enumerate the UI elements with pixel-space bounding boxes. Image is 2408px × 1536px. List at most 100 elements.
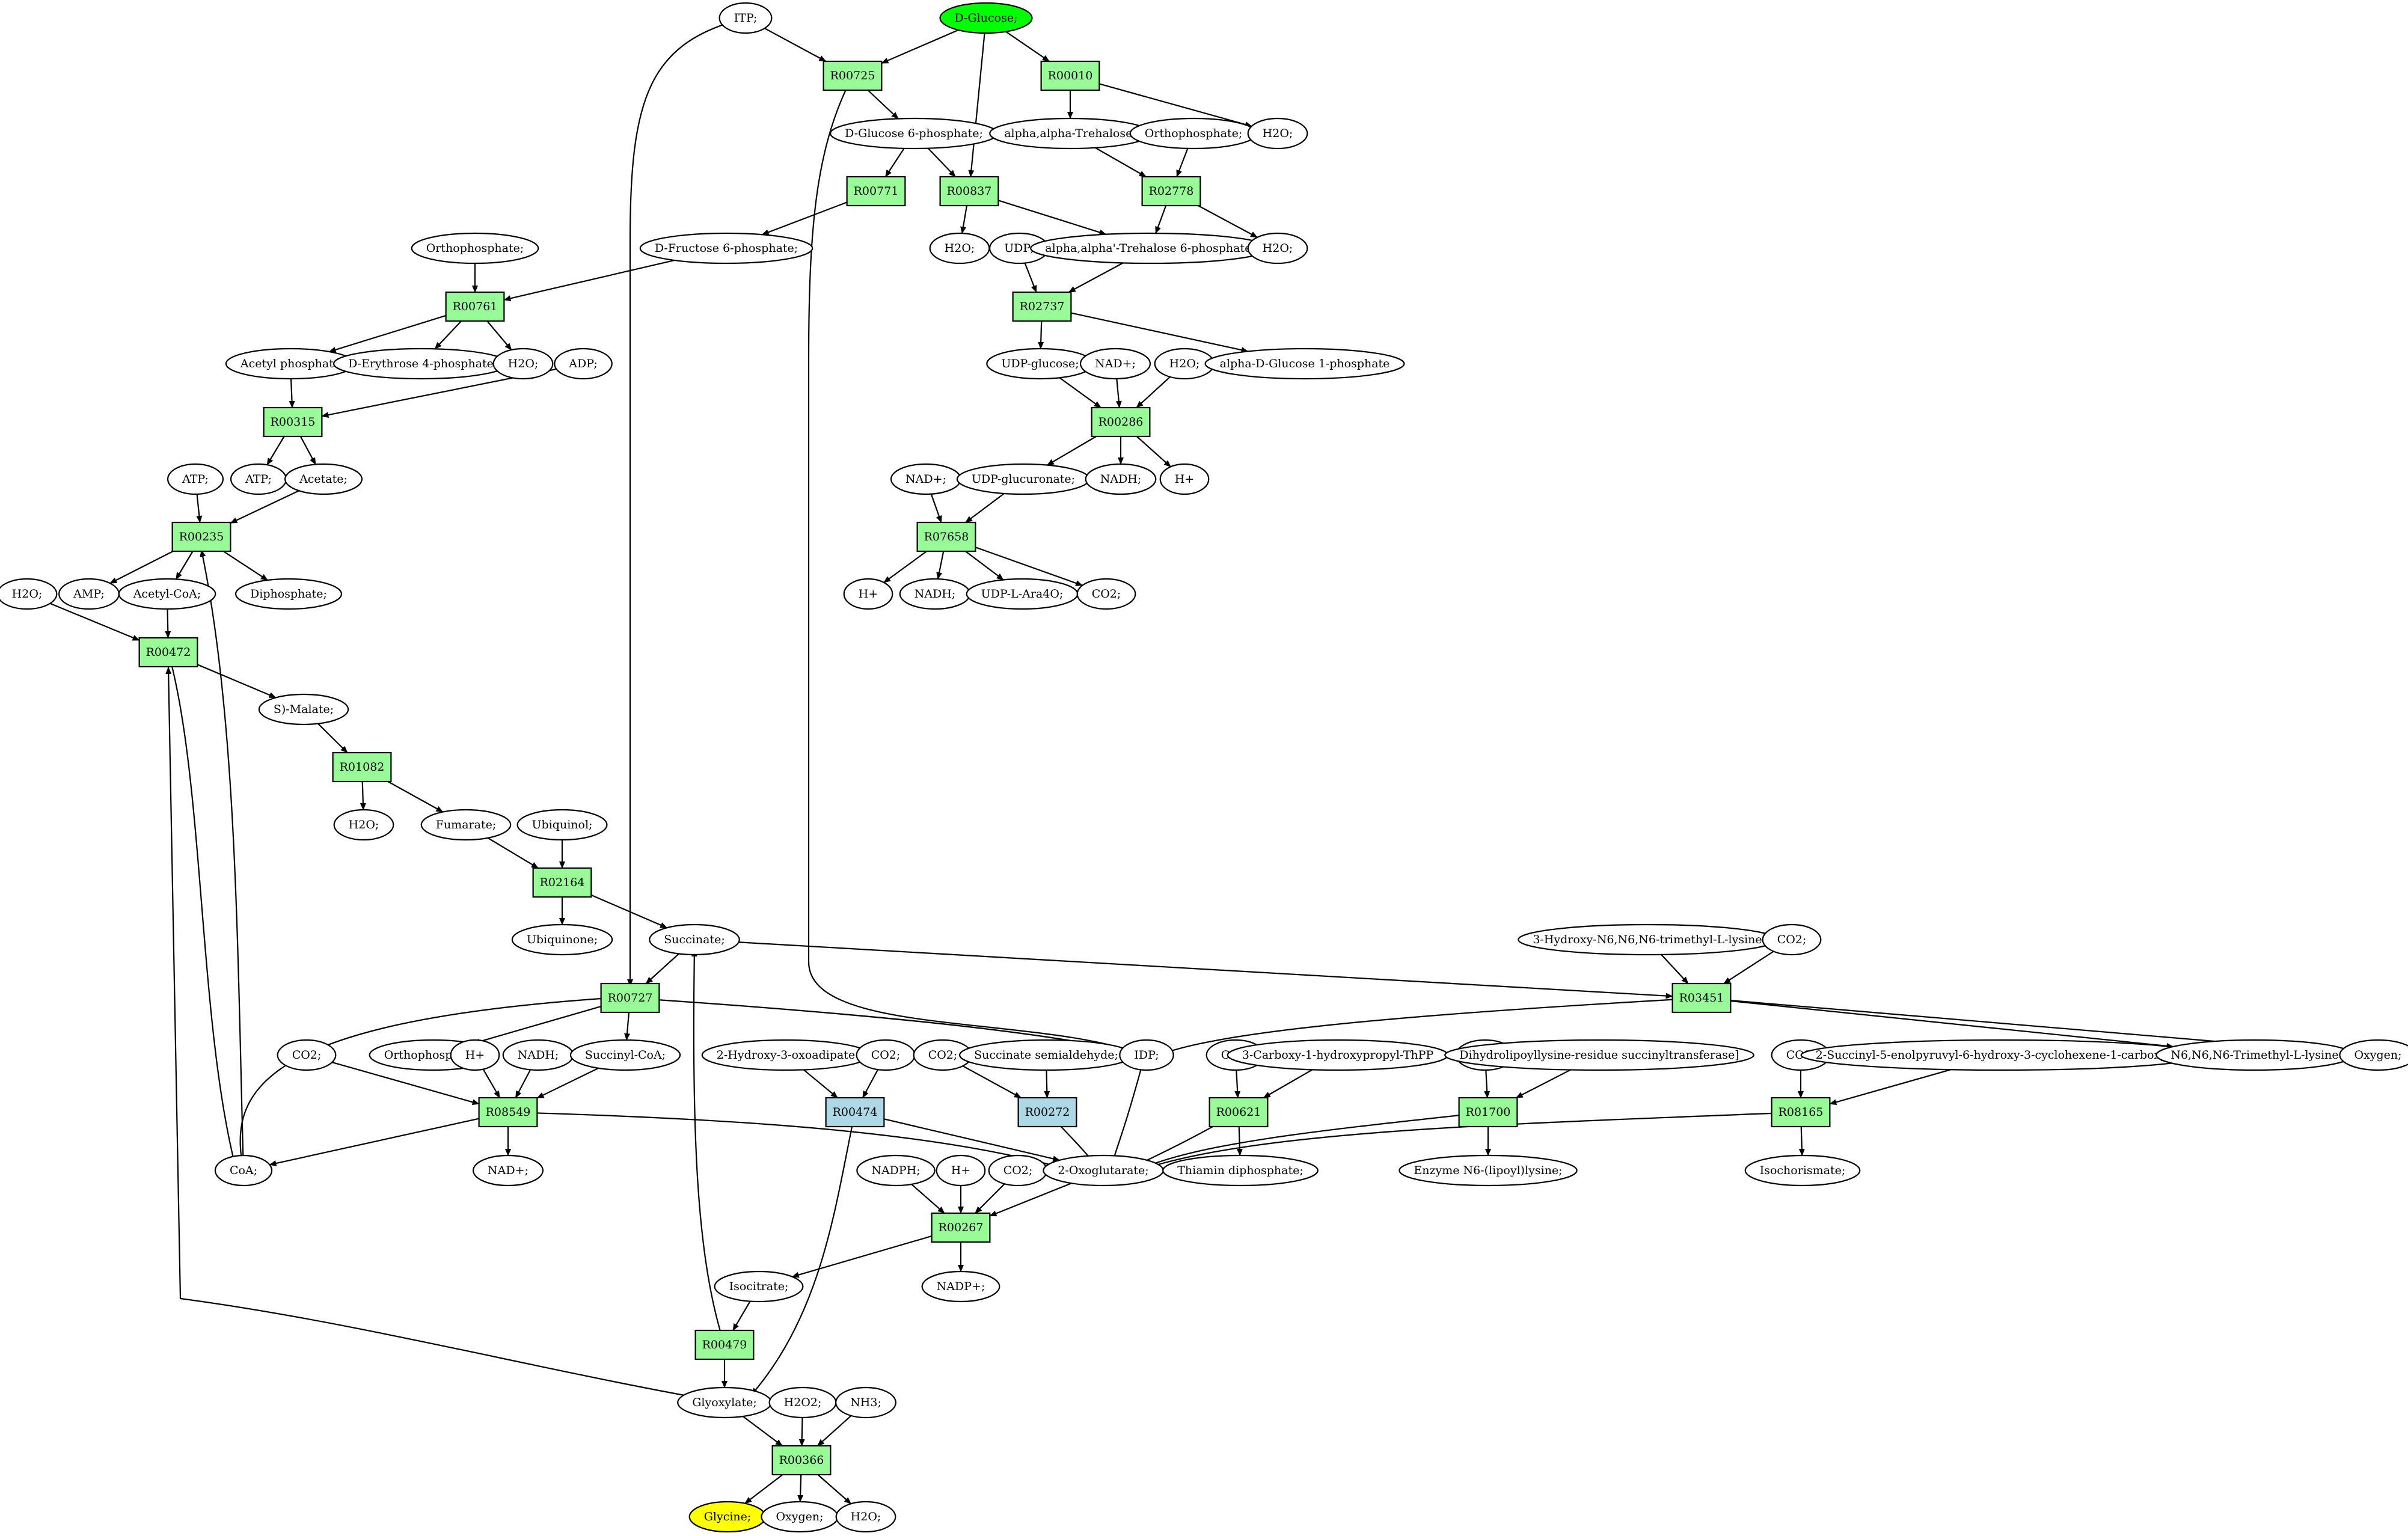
metabolite-node-co2_i[interactable]: CO2; — [988, 1154, 1048, 1187]
metabolite-node-acetylphos[interactable]: Acetyl phosphate — [225, 347, 356, 380]
metabolite-node-h2o_a[interactable]: H2O; — [1247, 117, 1308, 150]
metabolite-node-oxygen1[interactable]: Oxygen; — [2339, 1039, 2408, 1071]
metabolite-node-h2o_g[interactable]: H2O; — [333, 809, 394, 841]
reaction-node-r00272[interactable]: R00272 — [1017, 1097, 1077, 1128]
metabolite-node-co2_b[interactable]: CO2; — [1762, 923, 1822, 956]
metabolite-node-thiamin[interactable]: Thiamin diphosphate; — [1162, 1154, 1319, 1187]
metabolite-node-nadpplus[interactable]: NADP+; — [921, 1270, 1000, 1303]
metabolite-node-hplus4[interactable]: H+ — [936, 1154, 986, 1187]
reaction-node-r02737[interactable]: R02737 — [1012, 291, 1072, 322]
metabolite-node-nadh3[interactable]: NADH; — [502, 1039, 574, 1071]
reaction-node-r08165[interactable]: R08165 — [1771, 1097, 1831, 1128]
metabolite-node-orthophos1[interactable]: Orthophosphate; — [1129, 117, 1258, 150]
reaction-node-r03451[interactable]: R03451 — [1671, 982, 1732, 1014]
metabolite-node-dglucose[interactable]: D-Glucose; — [939, 2, 1033, 34]
metabolite-node-udpglucuronate[interactable]: UDP-glucuronate; — [956, 463, 1091, 495]
reaction-node-r00474[interactable]: R00474 — [825, 1097, 885, 1128]
reaction-node-r02778[interactable]: R02778 — [1141, 176, 1201, 207]
metabolite-node-udpglucose[interactable]: UDP-glucose; — [986, 347, 1094, 380]
metabolite-node-h2o_f[interactable]: H2O; — [0, 578, 58, 610]
metabolite-node-adg1p[interactable]: alpha-D-Glucose 1-phosphate — [1204, 347, 1405, 380]
metabolite-node-t6p[interactable]: alpha,alpha'-Trehalose 6-phosphate; — [1030, 232, 1270, 265]
reaction-node-r00235[interactable]: R00235 — [171, 521, 231, 552]
metabolite-node-diphosphate[interactable]: Diphosphate; — [234, 578, 343, 610]
metabolite-node-orthophos2[interactable]: Orthophosphate; — [411, 232, 539, 265]
reaction-node-r08549[interactable]: R08549 — [478, 1097, 538, 1128]
metabolite-node-hplus2[interactable]: H+ — [843, 578, 893, 610]
metabolite-node-atp2[interactable]: ATP; — [230, 463, 287, 495]
metabolite-node-amp[interactable]: AMP; — [58, 578, 120, 610]
reaction-node-r00267[interactable]: R00267 — [931, 1212, 991, 1243]
metabolite-node-g6p[interactable]: D-Glucose 6-phosphate; — [830, 117, 998, 150]
metabolite-node-adp[interactable]: ADP; — [554, 347, 613, 380]
metabolite-node-ubiquinone[interactable]: Ubiquinone; — [511, 923, 613, 956]
metabolite-node-udp[interactable]: UDP; — [989, 232, 1049, 265]
reaction-node-r00010[interactable]: R00010 — [1040, 60, 1100, 91]
metabolite-node-succinylcoa[interactable]: Succinyl-CoA; — [569, 1039, 681, 1071]
reaction-node-r00315[interactable]: R00315 — [263, 406, 323, 438]
metabolite-node-acetate[interactable]: Acetate; — [284, 463, 363, 495]
reaction-node-r07658[interactable]: R07658 — [916, 521, 976, 552]
metabolite-node-glyoxylate[interactable]: Glyoxylate; — [677, 1386, 772, 1419]
metabolite-node-oxoadipate[interactable]: 2-Hydroxy-3-oxoadipate — [701, 1039, 871, 1071]
metabolite-node-fumarate[interactable]: Fumarate; — [420, 809, 512, 841]
reaction-node-r00286[interactable]: R00286 — [1091, 406, 1151, 438]
metabolite-node-h2o_e[interactable]: H2O; — [1154, 347, 1215, 380]
metabolite-node-h2o2[interactable]: H2O2; — [768, 1386, 837, 1419]
metabolite-node-hydroxylysine[interactable]: 3-Hydroxy-N6,N6,N6-trimethyl-L-lysine — [1518, 923, 1777, 956]
metabolite-node-co2_d[interactable]: CO2; — [856, 1039, 916, 1071]
metabolite-node-oxygen2[interactable]: Oxygen; — [761, 1501, 839, 1533]
metabolite-node-nadh1[interactable]: NADH; — [1085, 463, 1157, 495]
metabolite-node-h2o_h[interactable]: H2O; — [835, 1501, 896, 1533]
metabolite-node-aatrehalose[interactable]: alpha,alpha-Trehalose; — [989, 117, 1151, 150]
reaction-node-r00472[interactable]: R00472 — [138, 637, 198, 668]
metabolite-node-h2o_d[interactable]: H2O; — [492, 347, 554, 380]
metabolite-node-co2_c[interactable]: CO2; — [277, 1039, 337, 1071]
metabolite-node-enzymelipoyl[interactable]: Enzyme N6-(lipoyl)lysine; — [1399, 1154, 1578, 1187]
metabolite-node-hplus3[interactable]: H+ — [450, 1039, 500, 1071]
reaction-node-r00771[interactable]: R00771 — [846, 176, 906, 207]
metabolite-node-nadplus3[interactable]: NAD+; — [472, 1154, 544, 1187]
metabolite-node-f6p[interactable]: D-Fructose 6-phosphate; — [639, 232, 813, 265]
metabolite-node-nadh2[interactable]: NADH; — [899, 578, 971, 610]
metabolite-node-nadplus1[interactable]: NAD+; — [1079, 347, 1151, 380]
reaction-node-r00621[interactable]: R00621 — [1209, 1097, 1269, 1128]
metabolite-node-hplus1[interactable]: H+ — [1159, 463, 1210, 495]
reaction-node-r02164[interactable]: R02164 — [532, 867, 592, 898]
metabolite-node-co2_a[interactable]: CO2; — [1076, 578, 1136, 610]
metabolite-node-h2o_b[interactable]: H2O; — [929, 232, 990, 265]
metabolite-node-acetylcoa[interactable]: Acetyl-CoA; — [118, 578, 216, 610]
reaction-node-r01082[interactable]: R01082 — [332, 751, 392, 783]
node-label: R07658 — [924, 530, 969, 543]
metabolite-node-succinylenolpyruvyl[interactable]: 2-Succinyl-5-enolpyruvyl-6-hydroxy-3-cyc… — [1800, 1039, 2204, 1071]
reaction-node-r00761[interactable]: R00761 — [445, 291, 505, 322]
metabolite-node-atp1[interactable]: ATP; — [167, 463, 224, 495]
metabolite-node-dihydrolipoyllysine[interactable]: Dihydrolipoyllysine-residue succinyltran… — [1444, 1039, 1754, 1071]
metabolite-node-udplara4o[interactable]: UDP-L-Ara4O; — [966, 578, 1079, 610]
reaction-node-r01700[interactable]: R01700 — [1458, 1097, 1518, 1128]
metabolite-node-succsemialdehyde[interactable]: Succinate semialdehyde; — [959, 1039, 1133, 1071]
metabolite-node-smalate[interactable]: S)-Malate; — [258, 693, 349, 726]
metabolite-node-isochorismate[interactable]: Isochorismate; — [1744, 1154, 1861, 1187]
metabolite-node-e4p[interactable]: D-Erythrose 4-phosphate — [332, 347, 509, 380]
metabolite-node-isocitrate[interactable]: Isocitrate; — [714, 1270, 804, 1303]
reaction-node-r00727[interactable]: R00727 — [600, 982, 660, 1014]
metabolite-node-nadplus2[interactable]: NAD+; — [890, 463, 962, 495]
metabolite-node-coa[interactable]: CoA; — [214, 1154, 273, 1187]
metabolite-node-carboxytpp[interactable]: 3-Carboxy-1-hydroxypropyl-ThPP — [1227, 1039, 1449, 1071]
metabolite-node-succinate[interactable]: Succinate; — [649, 923, 740, 956]
metabolite-node-h2o_c[interactable]: H2O; — [1247, 232, 1308, 265]
metabolite-node-oxoglutarate[interactable]: 2-Oxoglutarate; — [1043, 1154, 1164, 1187]
metabolite-node-co2_e[interactable]: CO2; — [913, 1039, 973, 1071]
metabolite-node-idp[interactable]: IDP; — [1119, 1039, 1174, 1071]
reaction-node-r00837[interactable]: R00837 — [939, 176, 999, 207]
metabolite-node-glycine[interactable]: Glycine; — [688, 1501, 767, 1533]
metabolite-node-nadph[interactable]: NADPH; — [856, 1154, 936, 1187]
metabolite-node-ubiquinol[interactable]: Ubiquinol; — [516, 809, 608, 841]
reaction-node-r00366[interactable]: R00366 — [771, 1445, 832, 1476]
metabolite-node-trimethyllysine[interactable]: N6,N6,N6-Trimethyl-L-lysine — [2155, 1039, 2354, 1071]
metabolite-node-itp[interactable]: ITP; — [718, 2, 773, 34]
reaction-node-r00725[interactable]: R00725 — [823, 60, 883, 91]
metabolite-node-nh3[interactable]: NH3; — [835, 1386, 896, 1419]
reaction-node-r00479[interactable]: R00479 — [694, 1329, 755, 1360]
